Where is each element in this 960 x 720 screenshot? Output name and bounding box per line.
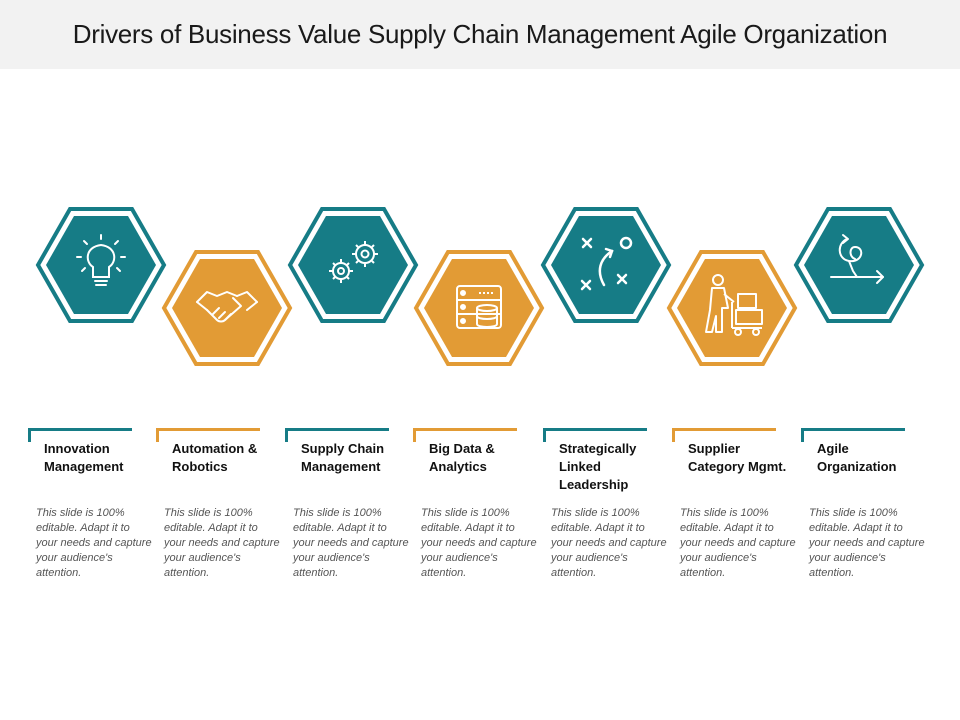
lightbulb-icon: [76, 234, 126, 286]
bracket-marker: [543, 428, 647, 442]
hexagon-row: [0, 195, 960, 385]
item-title: Supply Chain Management: [301, 441, 385, 474]
hexagon-2: [161, 250, 293, 366]
item-title: Innovation Management: [44, 441, 124, 474]
hexagon-3: [287, 207, 419, 323]
item-description: This slide is 100% editable. Adapt it to…: [809, 507, 925, 579]
item-title: Automation & Robotics: [172, 441, 258, 474]
bracket-marker: [672, 428, 776, 442]
hexagon-5: [540, 207, 672, 323]
strategy-play-icon: [580, 236, 633, 291]
item-title: Agile Organization: [817, 441, 897, 474]
hexagon-6: [666, 250, 798, 366]
item-supply-chain: Supply Chain Management This slide is 10…: [285, 428, 413, 588]
database-server-icon: [456, 285, 502, 329]
bracket-marker: [413, 428, 517, 442]
gears-icon: [329, 241, 378, 283]
item-title: Strategically Linked Leadership: [559, 441, 637, 492]
item-description: This slide is 100% editable. Adapt it to…: [164, 507, 280, 579]
bracket-marker: [285, 428, 389, 442]
item-title: Supplier Category Mgmt.: [688, 441, 787, 474]
agile-loop-icon: [830, 234, 884, 284]
item-leadership: Strategically Linked Leadership This sli…: [543, 428, 671, 588]
item-description: This slide is 100% editable. Adapt it to…: [36, 507, 152, 579]
item-automation: Automation & Robotics This slide is 100%…: [156, 428, 284, 588]
item-description: This slide is 100% editable. Adapt it to…: [680, 507, 796, 579]
item-big-data: Big Data & Analytics This slide is 100% …: [413, 428, 541, 588]
item-agile: Agile Organization This slide is 100% ed…: [801, 428, 929, 588]
bracket-marker: [156, 428, 260, 442]
hexagon-7: [793, 207, 925, 323]
page-title: Drivers of Business Value Supply Chain M…: [72, 19, 888, 49]
hexagon-4: [413, 250, 545, 366]
hexagon-1: [35, 207, 167, 323]
bracket-marker: [28, 428, 132, 442]
worker-cart-icon: [705, 274, 763, 336]
item-title: Big Data & Analytics: [429, 441, 495, 474]
bracket-marker: [801, 428, 905, 442]
handshake-icon: [196, 291, 258, 323]
item-description: This slide is 100% editable. Adapt it to…: [293, 507, 409, 579]
label-row: Innovation Management This slide is 100%…: [0, 428, 960, 608]
item-innovation: Innovation Management This slide is 100%…: [28, 428, 156, 588]
item-supplier: Supplier Category Mgmt. This slide is 10…: [672, 428, 800, 588]
title-bar: Drivers of Business Value Supply Chain M…: [0, 0, 960, 69]
item-description: This slide is 100% editable. Adapt it to…: [551, 507, 667, 579]
item-description: This slide is 100% editable. Adapt it to…: [421, 507, 537, 579]
